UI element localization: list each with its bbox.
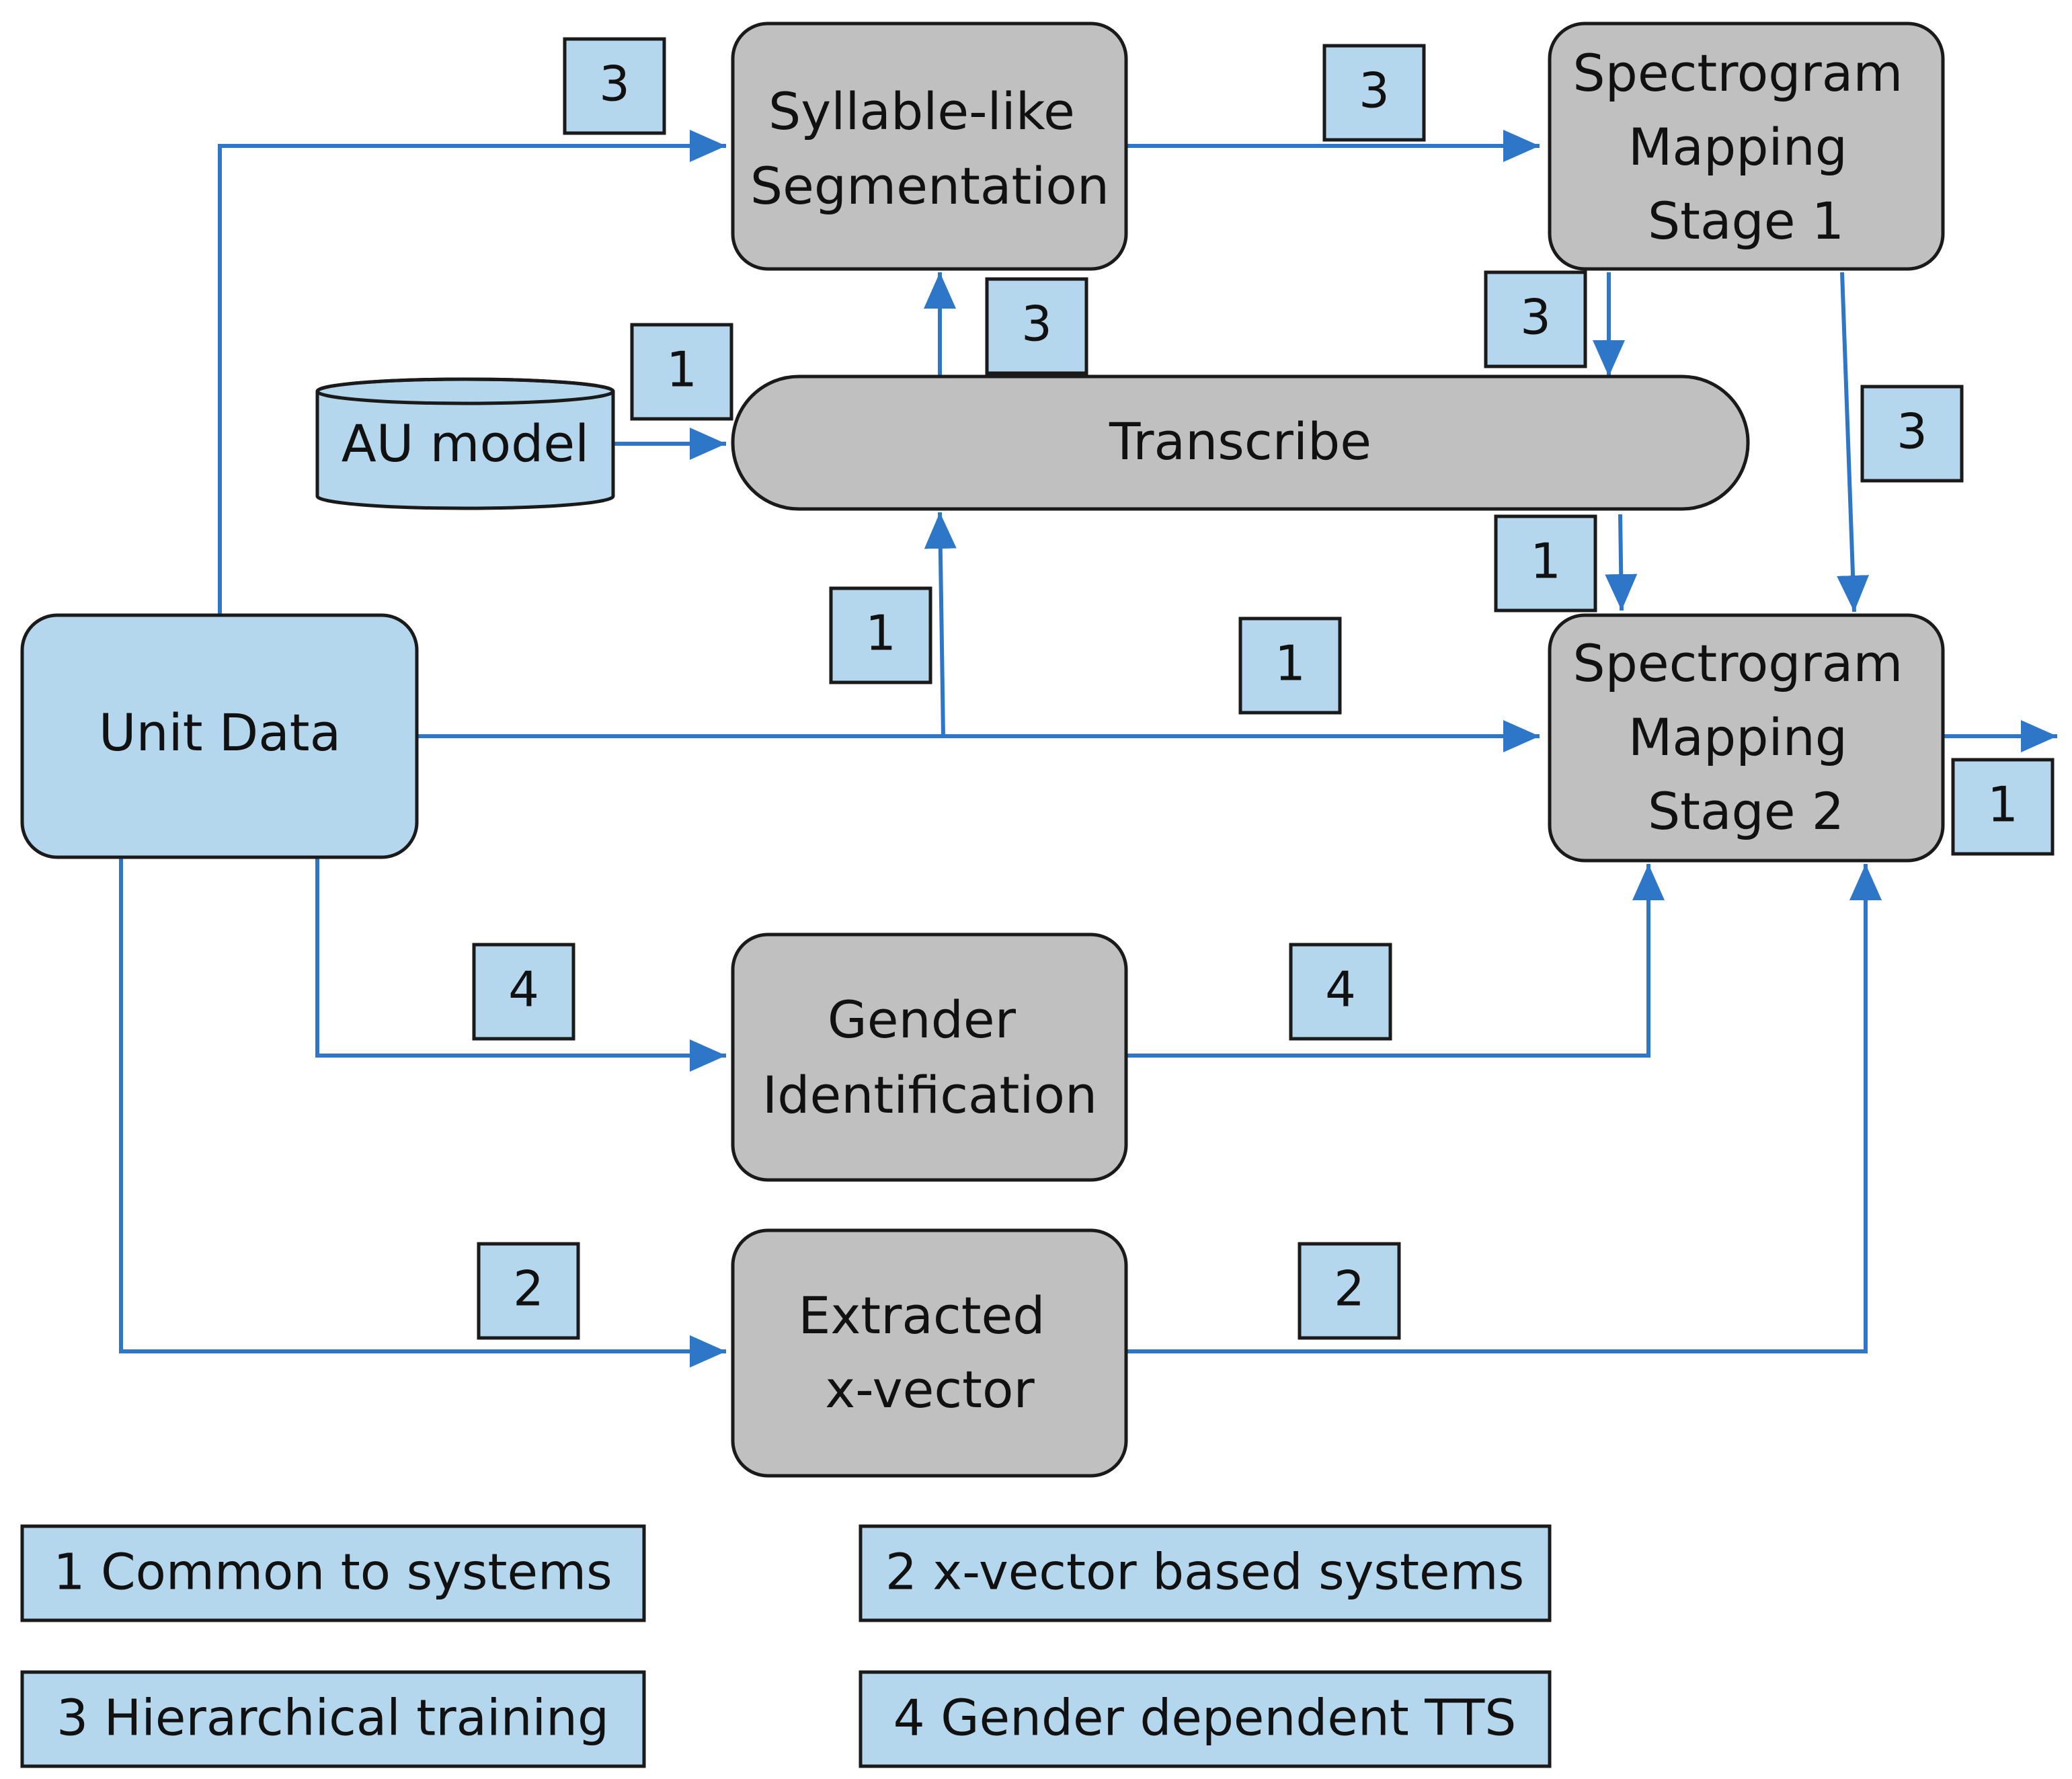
badge-gender-to-stage2: 4 [1289, 943, 1392, 1041]
badge-unit-to-gender: 4 [472, 943, 575, 1041]
badge-unit-to-stage2: 1 [1238, 617, 1342, 715]
spectrogram-stage1-node: Spectrogram Mapping Stage 1 [1548, 22, 1945, 271]
badge-syllable-to-stage1: 3 [1322, 44, 1426, 142]
svg-text:1: 1 [1987, 777, 2018, 833]
svg-text:1: 1 [1275, 635, 1306, 692]
svg-text:1 Common to systems: 1 Common to systems [53, 1544, 612, 1602]
syllable-segmentation-node: Syllable-like Segmentation [731, 22, 1128, 271]
svg-text:4: 4 [508, 961, 539, 1018]
arrow-unit-to-transcribe [924, 512, 957, 737]
svg-text:2 x-vector based systems: 2 x-vector based systems [885, 1544, 1524, 1602]
unit-data-label: Unit Data [99, 703, 341, 762]
unit-data-node: Unit Data [20, 613, 419, 859]
xvector-label: Extracted x-vector [798, 1286, 1061, 1419]
arrow-xvector-to-stage2 [1123, 864, 1882, 1353]
connectors [119, 130, 2057, 1368]
au-model-label: AU model [342, 413, 589, 473]
arrow-transcribe-to-stage2 [1605, 514, 1638, 611]
svg-text:2: 2 [513, 1261, 544, 1317]
legend-item-3: 3 Hierarchical training [20, 1670, 646, 1768]
arrow-unit-to-xvector [119, 857, 726, 1368]
badge-unit-to-xvector: 2 [477, 1242, 580, 1340]
xvector-node: Extracted x-vector [731, 1228, 1128, 1478]
svg-text:2: 2 [1334, 1261, 1365, 1317]
badge-unit-to-syllable: 3 [563, 37, 666, 135]
transcribe-label: Transcribe [1109, 411, 1371, 471]
au-model-node: AU model [315, 377, 615, 510]
badge-unit-to-transcribe: 1 [829, 586, 932, 684]
svg-text:3: 3 [1021, 296, 1052, 352]
arrow-stage1-to-stage2 [1837, 272, 1870, 612]
legend-item-4: 4 Gender dependent TTS [859, 1670, 1552, 1768]
transcribe-node: Transcribe [731, 374, 1750, 511]
svg-text:1: 1 [666, 342, 697, 398]
badge-transcribe-to-stage2: 1 [1494, 514, 1597, 612]
badge-stage1-to-stage2: 3 [1860, 385, 1964, 483]
legend-item-1: 1 Common to systems [20, 1524, 646, 1622]
svg-text:3 Hierarchical training: 3 Hierarchical training [56, 1690, 609, 1747]
badge-stage2-output: 1 [1951, 758, 2055, 856]
svg-text:4: 4 [1325, 961, 1356, 1018]
legend: 1 Common to systems 2 x-vector based sys… [20, 1524, 1552, 1768]
svg-text:3: 3 [599, 56, 630, 112]
badges: 3 3 1 3 3 3 1 1 [472, 37, 2055, 1340]
badge-au-to-transcribe: 1 [630, 323, 733, 421]
svg-text:3: 3 [1897, 403, 1927, 460]
spectrogram-stage2-node: Spectrogram Mapping Stage 2 [1548, 613, 1945, 863]
svg-text:4 Gender dependent TTS: 4 Gender dependent TTS [893, 1690, 1517, 1747]
gender-identification-label: Gender Identification [762, 990, 1097, 1125]
legend-item-2: 2 x-vector based systems [859, 1524, 1552, 1622]
svg-text:1: 1 [1530, 533, 1561, 590]
arrow-unit-to-syllable [218, 130, 726, 619]
gender-identification-node: Gender Identification [731, 933, 1128, 1182]
svg-text:3: 3 [1359, 63, 1390, 119]
arrow-gender-to-stage2 [1123, 864, 1665, 1058]
svg-text:3: 3 [1520, 289, 1551, 346]
spectrogram-stage2-label: Spectrogram Mapping Stage 2 [1572, 633, 1919, 841]
badge-xvector-to-stage2: 2 [1298, 1242, 1401, 1340]
svg-text:1: 1 [865, 605, 896, 662]
syllable-segmentation-label: Syllable-like Segmentation [750, 81, 1109, 216]
badge-stage1-to-transcribe: 3 [1484, 270, 1587, 368]
arrow-unit-to-gender [315, 857, 726, 1072]
badge-transcribe-to-syllable: 3 [985, 277, 1088, 375]
spectrogram-stage1-label: Spectrogram Mapping Stage 1 [1572, 43, 1919, 251]
